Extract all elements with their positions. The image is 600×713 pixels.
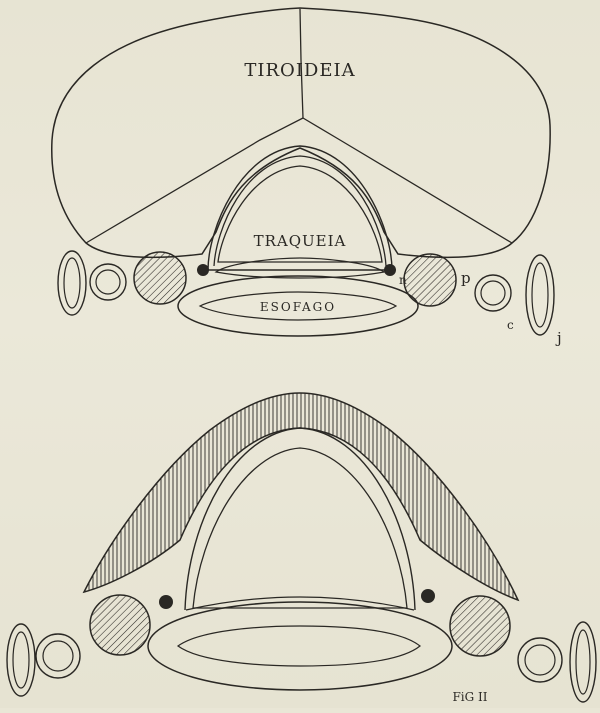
parathyroid-label: p xyxy=(461,269,472,287)
left-parathyroid xyxy=(134,252,186,304)
lower-right-recurrent-nerve xyxy=(421,589,435,603)
thyroid-right-division xyxy=(303,118,512,243)
jugular-label: j xyxy=(555,329,563,347)
left-jugular-outer xyxy=(58,251,86,315)
lower-esophagus-lumen xyxy=(178,626,420,666)
lower-trachea-inner xyxy=(193,448,407,608)
upper-figure: TIROIDEIA TRAQUEIA ESOFAGO n p c j xyxy=(52,8,563,347)
right-carotid-inner xyxy=(481,281,505,305)
trachea-label: TRAQUEIA xyxy=(254,232,347,250)
trachea-outer-ring xyxy=(208,146,392,270)
figure-caption: FiG II xyxy=(452,690,487,704)
lower-right-parathyroid xyxy=(450,596,510,656)
right-jugular-inner xyxy=(532,263,548,327)
right-parathyroid xyxy=(404,254,456,306)
lower-right-carotid-inner xyxy=(525,645,555,675)
lower-esophagus-outer xyxy=(148,602,452,690)
thyroid-band xyxy=(84,393,518,600)
lower-left-jugular-outer xyxy=(7,624,35,696)
thyroid-label: TIROIDEIA xyxy=(244,60,355,81)
thyroid-left-division xyxy=(86,118,303,243)
lower-left-jugular-inner xyxy=(13,632,29,688)
lower-right-jugular-outer xyxy=(570,622,596,702)
esophagus-label: ESOFAGO xyxy=(260,300,336,314)
nerve-label: n xyxy=(399,273,407,287)
right-carotid-outer xyxy=(475,275,511,311)
carotid-label: c xyxy=(507,318,514,332)
right-jugular-outer xyxy=(526,255,554,335)
lower-left-parathyroid xyxy=(90,595,150,655)
lower-figure: FiG II xyxy=(7,393,596,704)
left-jugular-inner xyxy=(64,258,80,308)
lower-left-recurrent-nerve xyxy=(159,595,173,609)
lower-right-jugular-inner xyxy=(576,630,590,694)
trachea-posterior-wall xyxy=(216,258,384,278)
left-carotid-inner xyxy=(96,270,120,294)
left-recurrent-nerve xyxy=(197,264,209,276)
lower-left-carotid-inner xyxy=(43,641,73,671)
right-recurrent-nerve xyxy=(384,264,396,276)
